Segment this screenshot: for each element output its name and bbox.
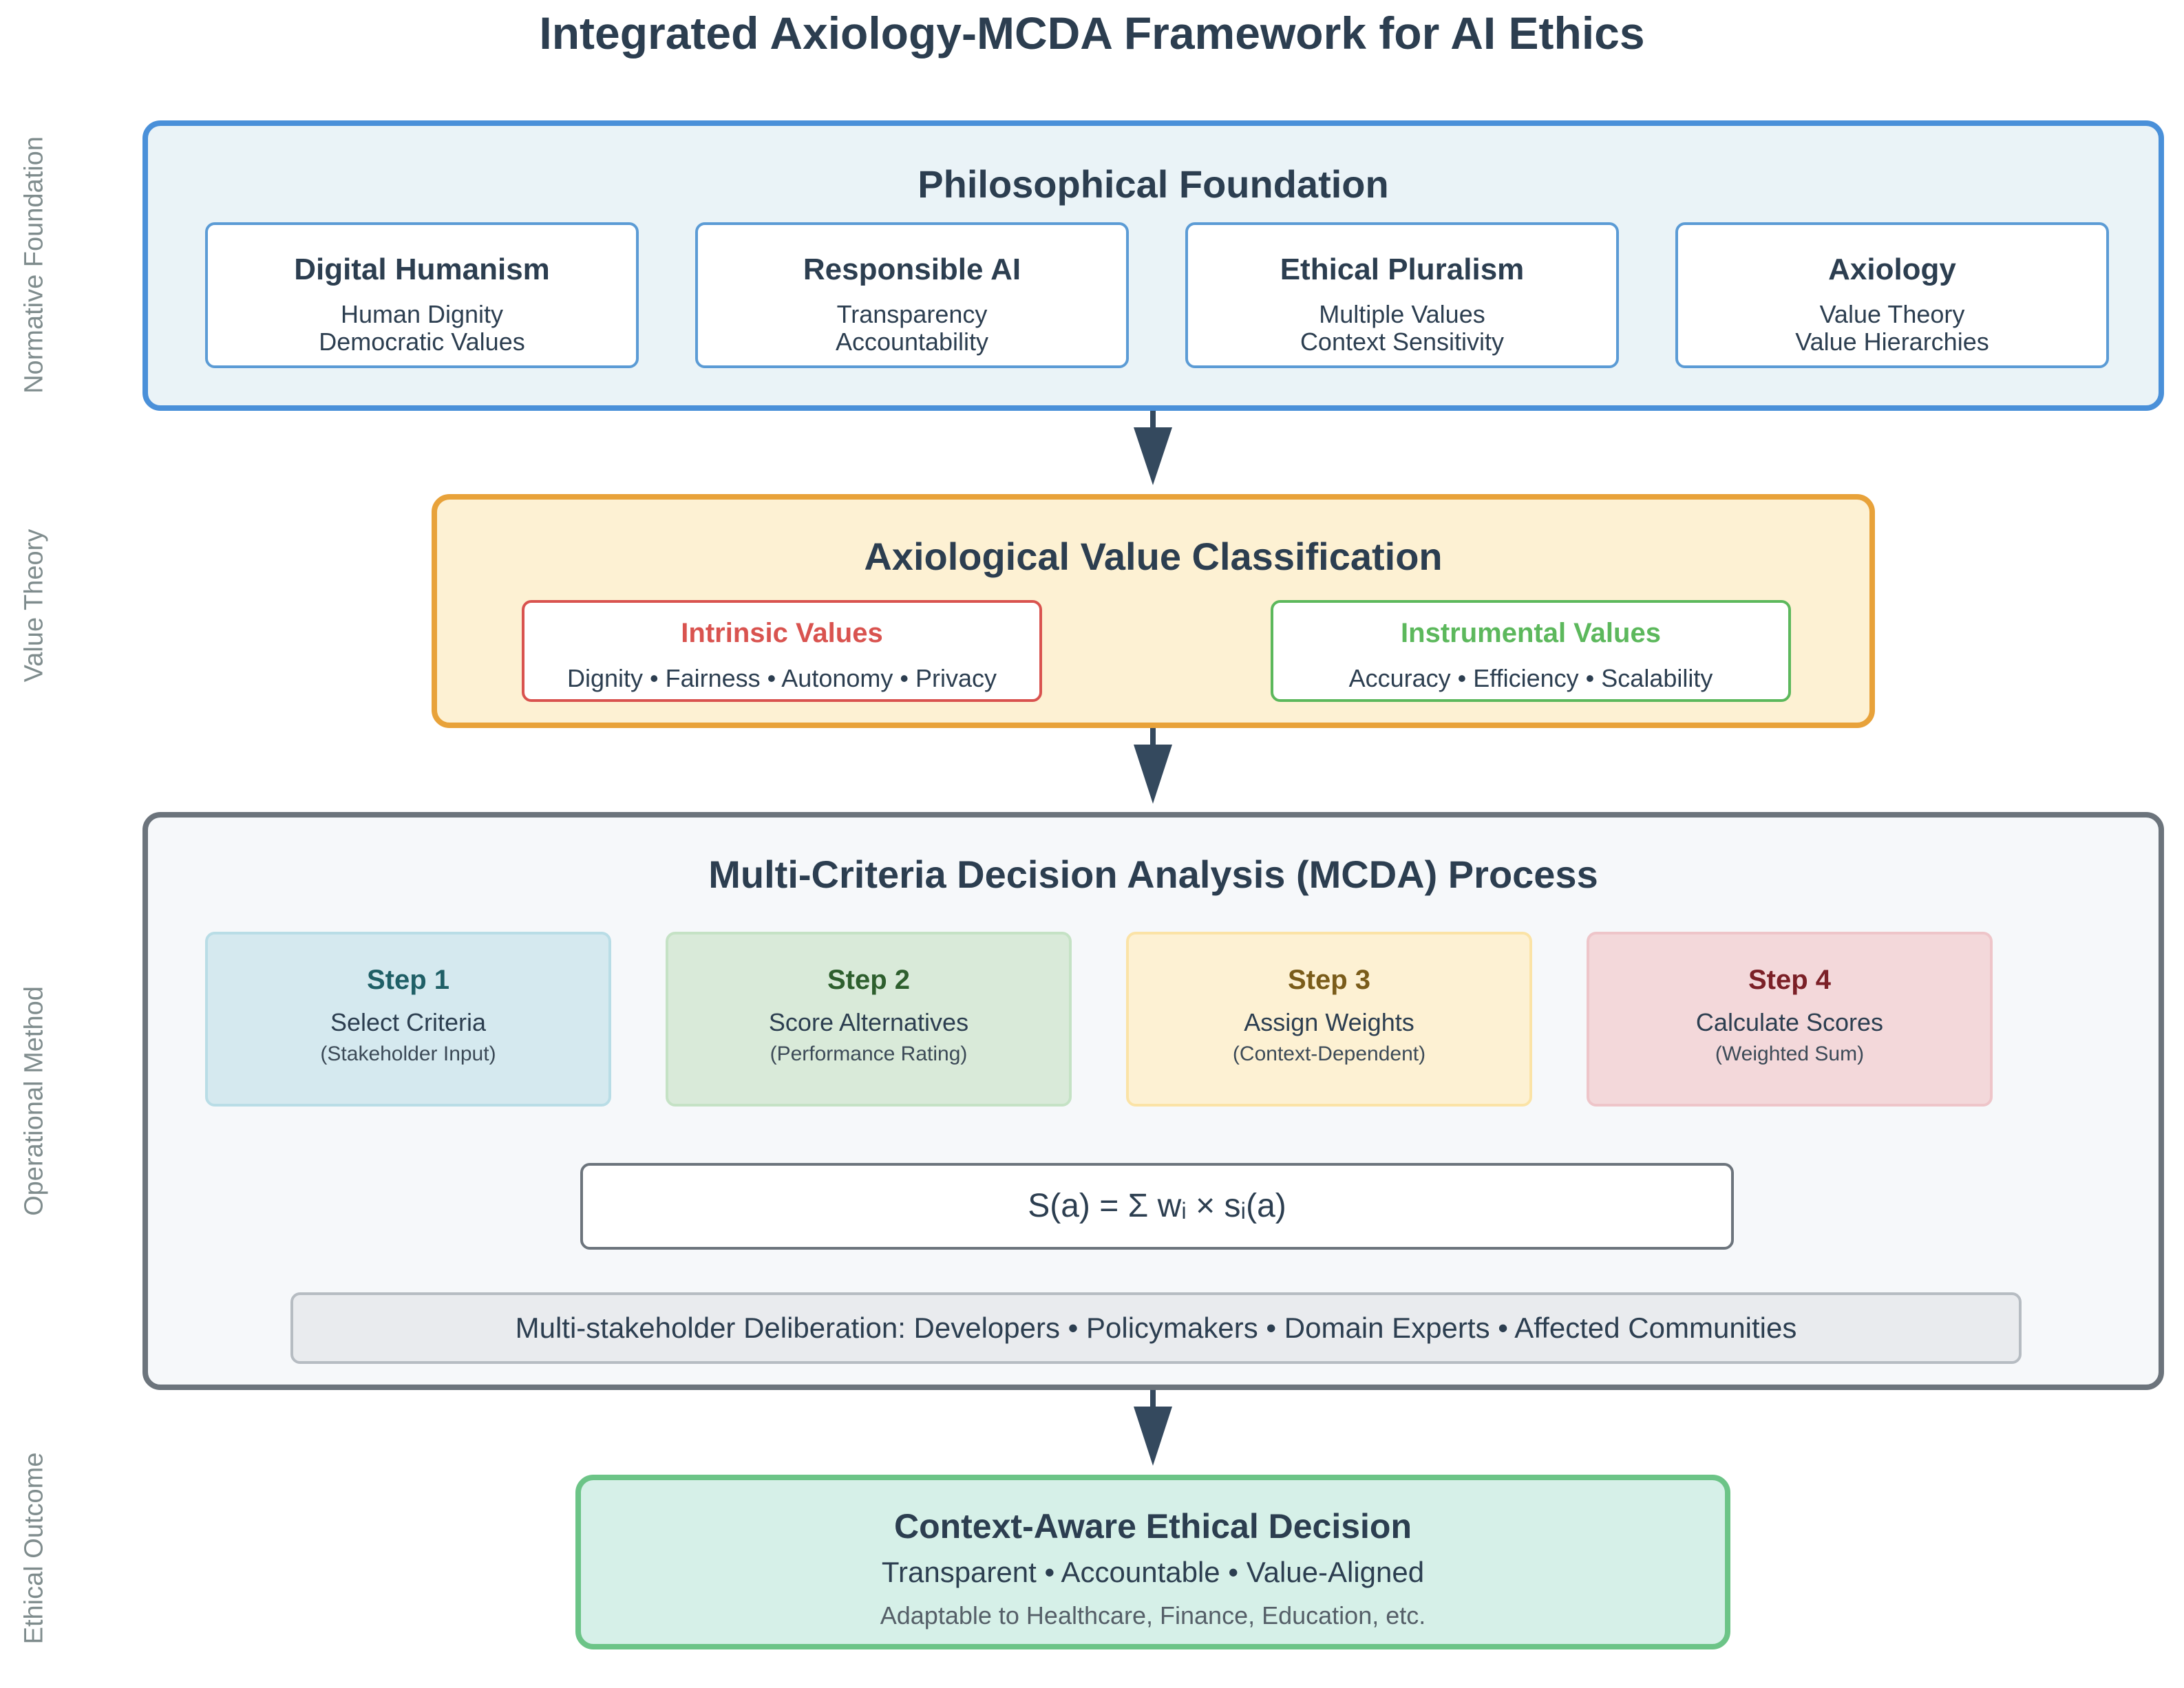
foundation-card-axiology: Axiology Value Theory Value Hierarchies <box>1675 222 2109 368</box>
side-label-value-theory: Value Theory <box>19 528 49 683</box>
step-label: Step 4 <box>1748 965 1832 995</box>
card-title: Digital Humanism <box>294 253 550 286</box>
step-action: Assign Weights <box>1244 1008 1414 1036</box>
mcda-step-3: Step 3 Assign Weights (Context-Dependent… <box>1126 932 1532 1107</box>
step-note: (Performance Rating) <box>770 1043 968 1065</box>
intrinsic-values-title: Intrinsic Values <box>681 618 883 648</box>
mcda-title: Multi-Criteria Decision Analysis (MCDA) … <box>708 853 1598 896</box>
side-label-normative: Normative Foundation <box>19 136 49 394</box>
outcome-title: Context-Aware Ethical Decision <box>893 1507 1412 1546</box>
instrumental-values-box: Instrumental Values Accuracy • Efficienc… <box>1271 600 1791 702</box>
card-line: Multiple Values <box>1319 300 1485 328</box>
step-note: (Stakeholder Input) <box>320 1043 496 1065</box>
classification-title: Axiological Value Classification <box>864 535 1443 578</box>
card-title: Axiology <box>1828 253 1956 286</box>
card-line: Context Sensitivity <box>1300 328 1505 356</box>
instrumental-values-title: Instrumental Values <box>1401 618 1661 648</box>
philosophical-foundation-panel: Philosophical Foundation Digital Humanis… <box>142 120 2164 411</box>
mcda-step-2: Step 2 Score Alternatives (Performance R… <box>666 932 1072 1107</box>
step-note: (Context-Dependent) <box>1232 1043 1426 1065</box>
step-action: Score Alternatives <box>768 1008 969 1036</box>
mcda-process-panel: Multi-Criteria Decision Analysis (MCDA) … <box>142 812 2164 1390</box>
foundation-card-digital-humanism: Digital Humanism Human Dignity Democrati… <box>205 222 639 368</box>
instrumental-values-items: Accuracy • Efficiency • Scalability <box>1348 664 1713 692</box>
step-action: Calculate Scores <box>1695 1008 1884 1036</box>
mcda-step-4: Step 4 Calculate Scores (Weighted Sum) <box>1587 932 1993 1107</box>
step-note: (Weighted Sum) <box>1715 1043 1865 1065</box>
step-label: Step 2 <box>827 965 911 995</box>
step-label: Step 3 <box>1287 965 1371 995</box>
outcome-note: Adaptable to Healthcare, Finance, Educat… <box>880 1601 1426 1630</box>
outcome-subtitle: Transparent • Accountable • Value-Aligne… <box>881 1556 1425 1588</box>
card-line: Human Dignity <box>340 300 504 328</box>
mcda-step-1: Step 1 Select Criteria (Stakeholder Inpu… <box>205 932 611 1107</box>
intrinsic-values-box: Intrinsic Values Dignity • Fairness • Au… <box>522 600 1042 702</box>
weighted-sum-formula: S(a) = Σ wᵢ × sᵢ(a) <box>580 1163 1734 1250</box>
card-line: Democratic Values <box>319 328 525 356</box>
stakeholder-deliberation-bar: Multi-stakeholder Deliberation: Develope… <box>290 1292 2022 1364</box>
diagram-title: Integrated Axiology-MCDA Framework for A… <box>539 8 1645 58</box>
intrinsic-values-items: Dignity • Fairness • Autonomy • Privacy <box>566 664 997 692</box>
value-classification-panel: Axiological Value Classification Intrins… <box>432 494 1875 728</box>
step-label: Step 1 <box>366 965 450 995</box>
card-line: Accountability <box>835 328 989 356</box>
card-title: Responsible AI <box>803 253 1021 286</box>
foundation-title: Philosophical Foundation <box>918 162 1389 206</box>
flow-arrow-3 <box>1134 1390 1172 1466</box>
flow-arrow-2 <box>1134 728 1172 804</box>
card-line: Value Hierarchies <box>1795 328 1989 356</box>
card-line: Transparency <box>836 300 988 328</box>
foundation-card-responsible-ai: Responsible AI Transparency Accountabili… <box>695 222 1129 368</box>
ethical-decision-outcome-box: Context-Aware Ethical Decision Transpare… <box>575 1475 1730 1649</box>
card-title: Ethical Pluralism <box>1280 253 1525 286</box>
foundation-card-ethical-pluralism: Ethical Pluralism Multiple Values Contex… <box>1185 222 1619 368</box>
side-label-operational: Operational Method <box>19 986 49 1216</box>
step-action: Select Criteria <box>330 1008 487 1036</box>
side-label-outcome: Ethical Outcome <box>19 1452 49 1645</box>
flow-arrow-1 <box>1134 411 1172 485</box>
card-line: Value Theory <box>1819 300 1965 328</box>
